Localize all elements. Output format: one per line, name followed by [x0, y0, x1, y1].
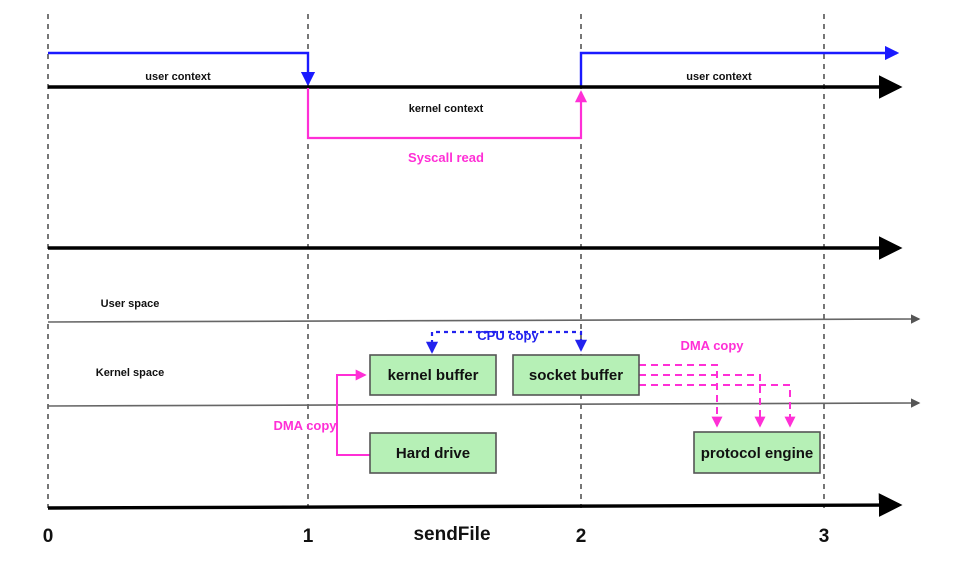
protocol-engine-rect[interactable]: [693, 431, 821, 474]
kernel-buffer-box[interactable]: kernel buffer: [369, 354, 497, 396]
kernel-context-label: kernel context: [409, 103, 484, 115]
time-axis-line: [47, 493, 903, 517]
dma-copy-left-path: [336, 369, 370, 456]
protocol-engine-box[interactable]: protocol engine: [693, 431, 821, 474]
user-space-label: User space: [101, 298, 160, 310]
dma-copy-left-group: DMA copy: [273, 369, 370, 456]
time-tick-label-1: 1: [303, 526, 314, 547]
syscall-read-path: [306, 88, 588, 140]
user-context-right-label: user context: [686, 71, 752, 83]
cpu-copy-group: CPU copy: [425, 328, 588, 354]
user-space-boundary: [47, 314, 921, 324]
kernel-buffer-rect[interactable]: [369, 354, 497, 396]
socket-buffer-label: socket buffer: [529, 367, 623, 384]
hard-drive-box[interactable]: Hard drive: [369, 432, 497, 474]
time-tick-label-2: 2: [576, 526, 587, 547]
dma-copy-left-label: DMA copy: [273, 418, 337, 433]
user-context-path-left: [48, 51, 316, 87]
socket-buffer-rect[interactable]: [512, 354, 640, 396]
time-tick-label-3: 3: [819, 526, 830, 547]
dma-copy-right-group: DMA copy: [639, 338, 796, 428]
hard-drive-label: Hard drive: [396, 445, 470, 462]
dma-copy-right-path-3: [639, 384, 796, 428]
kernel-space-label: Kernel space: [96, 367, 164, 379]
socket-buffer-box[interactable]: socket buffer: [512, 354, 640, 396]
diagram-title: sendFile: [413, 524, 490, 545]
user-context-path-right: [579, 45, 900, 87]
dma-copy-right-label: DMA copy: [680, 338, 744, 353]
cpu-copy-path: [425, 330, 588, 354]
dma-copy-right-path-2: [639, 374, 766, 428]
hard-drive-rect[interactable]: [369, 432, 497, 474]
protocol-engine-label: protocol engine: [701, 445, 814, 462]
context-switch-band: user context kernel context user context…: [48, 45, 903, 165]
cpu-copy-label: CPU copy: [477, 328, 539, 343]
time-tick-label-0: 0: [43, 526, 54, 547]
kernel-buffer-label: kernel buffer: [388, 367, 479, 384]
memory-space-band: User space Kernel space: [47, 298, 921, 408]
syscall-read-label: Syscall read: [408, 150, 484, 165]
kernel-space-boundary: [47, 398, 921, 408]
time-axis: 0 1 2 3 sendFile: [43, 493, 903, 547]
dma-copy-right-path-1: [639, 364, 723, 428]
user-context-left-label: user context: [145, 71, 211, 83]
